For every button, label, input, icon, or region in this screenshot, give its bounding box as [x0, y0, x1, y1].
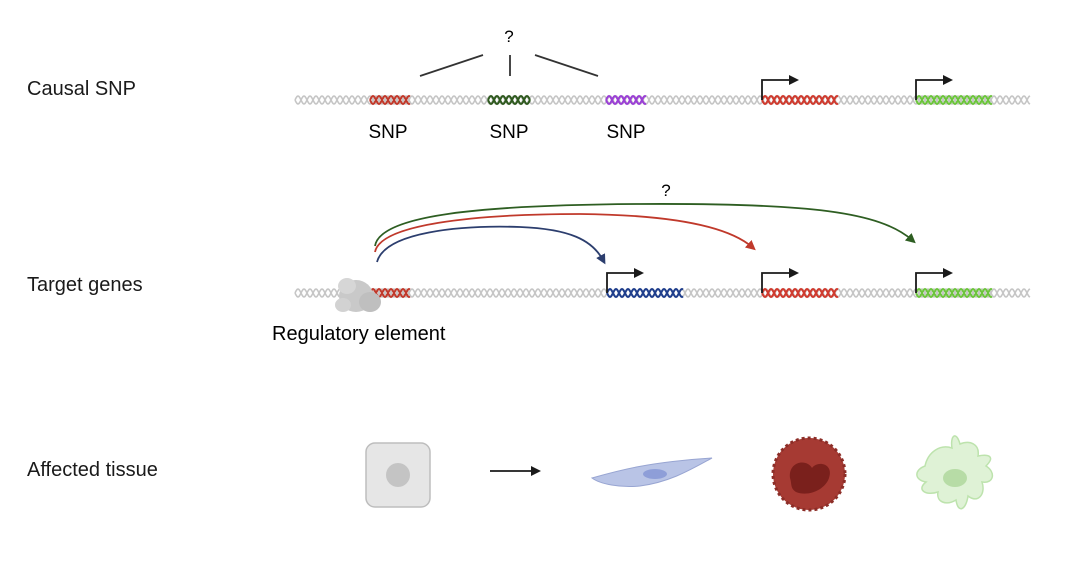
gene-segment-green — [915, 287, 993, 299]
dna-backbone — [294, 95, 1031, 105]
snp-label-2: SNP — [489, 122, 528, 143]
regulatory-arrow-red — [374, 213, 756, 253]
dna-strand-target-row — [294, 287, 1031, 299]
target-question-mark: ? — [661, 181, 670, 200]
dna-backbone — [294, 95, 1031, 105]
snp-label-3: SNP — [606, 122, 645, 143]
gene-segment-blue — [606, 287, 684, 299]
gene-segment-green — [915, 287, 993, 299]
gene-segment-red — [761, 287, 839, 299]
epithelial-cell — [365, 442, 431, 508]
snp-segment-2 — [487, 94, 531, 106]
snp-question-lines — [419, 54, 599, 77]
regulatory-arrow-green — [374, 203, 916, 247]
dendritic-cell — [916, 435, 994, 510]
gene-segment-green — [915, 94, 993, 106]
tss-arrows-snp-row — [761, 75, 953, 100]
regulatory-element-label: Regulatory element — [272, 323, 446, 345]
snp-segment-3 — [605, 94, 647, 106]
snp-segment-1 — [369, 94, 411, 106]
dna-strand-snp-row — [294, 94, 1031, 106]
snp-segment-2 — [487, 94, 531, 106]
snp-segment-1 — [369, 94, 411, 106]
tss-arrows-target-row — [606, 268, 953, 293]
gene-segment-blue — [606, 287, 684, 299]
neutrophil-cell — [771, 436, 847, 512]
snp-question-mark: ? — [504, 27, 513, 46]
row-label-causal-snp: Causal SNP — [27, 78, 136, 100]
regulatory-arrow-blue — [376, 225, 606, 265]
snp-label-1: SNP — [368, 122, 407, 143]
gene-segment-red — [761, 287, 839, 299]
regulatory-segment — [369, 287, 411, 299]
gene-segment-red — [761, 94, 839, 106]
fibroblast-cell — [590, 457, 713, 487]
row-label-affected-tissue: Affected tissue — [27, 459, 158, 481]
snp-segment-3 — [605, 94, 647, 106]
gene-segment-red — [761, 94, 839, 106]
regulatory-element-blob — [335, 278, 381, 312]
row-label-target-genes: Target genes — [27, 274, 143, 296]
gene-segment-green — [915, 94, 993, 106]
